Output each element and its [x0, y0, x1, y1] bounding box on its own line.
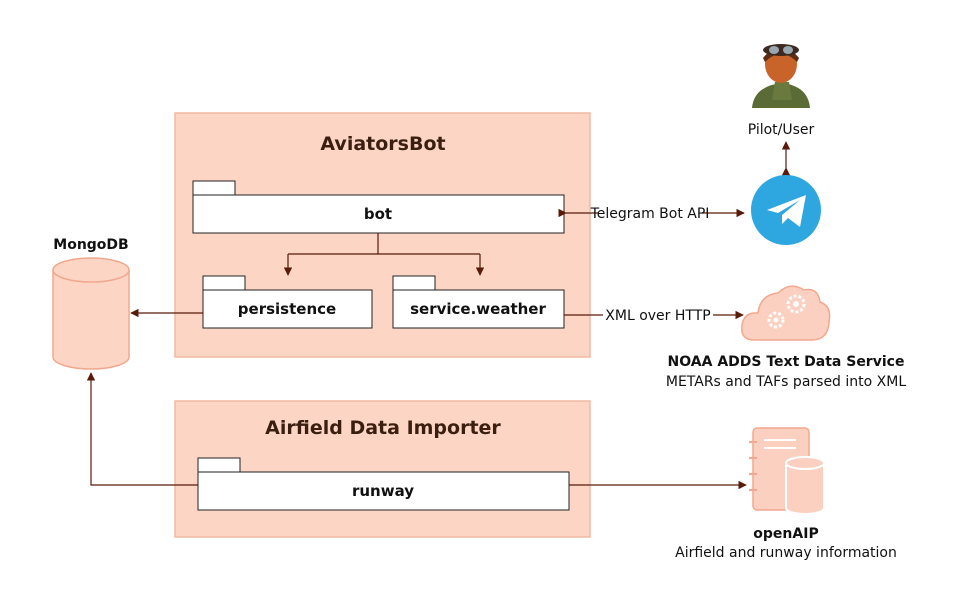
- airfield-importer-title: Airfield Data Importer: [265, 417, 501, 439]
- openaip-name: openAIP: [753, 526, 818, 542]
- telegram-bot-api-label: Telegram Bot API: [590, 206, 710, 222]
- pilot-avatar-icon: [752, 44, 810, 108]
- weather-noaa-link: XML over HTTP: [564, 308, 744, 324]
- package-persistence: persistence: [202, 275, 373, 329]
- package-runway-label: runway: [352, 482, 414, 500]
- mongodb-label: MongoDB: [53, 237, 128, 253]
- package-persistence-label: persistence: [238, 300, 336, 318]
- package-runway: runway: [197, 457, 570, 511]
- database-icon: [52, 257, 130, 370]
- xml-over-http-label: XML over HTTP: [605, 308, 710, 324]
- aviatorsbot-title: AviatorsBot: [320, 133, 445, 155]
- package-service-weather: service.weather: [392, 275, 565, 329]
- airfield-importer-container: Airfield Data Importer: [174, 400, 591, 538]
- mongodb-database: MongoDB: [52, 237, 130, 370]
- noaa-service-name: NOAA ADDS Text Data Service: [668, 354, 905, 370]
- runway-to-mongodb-arrow: [86, 372, 198, 486]
- package-service-weather-label: service.weather: [410, 300, 546, 318]
- notebook-database-icon: [749, 427, 825, 515]
- noaa-service-description: METARs and TAFs parsed into XML: [666, 374, 906, 390]
- cloud-gears-icon: [741, 285, 831, 341]
- package-bot-label: bot: [364, 205, 392, 223]
- bot-telegram-link: Telegram Bot API: [558, 206, 745, 222]
- telegram-icon: [751, 175, 821, 245]
- bot-dependency-arrows: [283, 233, 485, 276]
- openaip-description: Airfield and runway information: [675, 545, 897, 561]
- pilot-user-label: Pilot/User: [748, 122, 815, 138]
